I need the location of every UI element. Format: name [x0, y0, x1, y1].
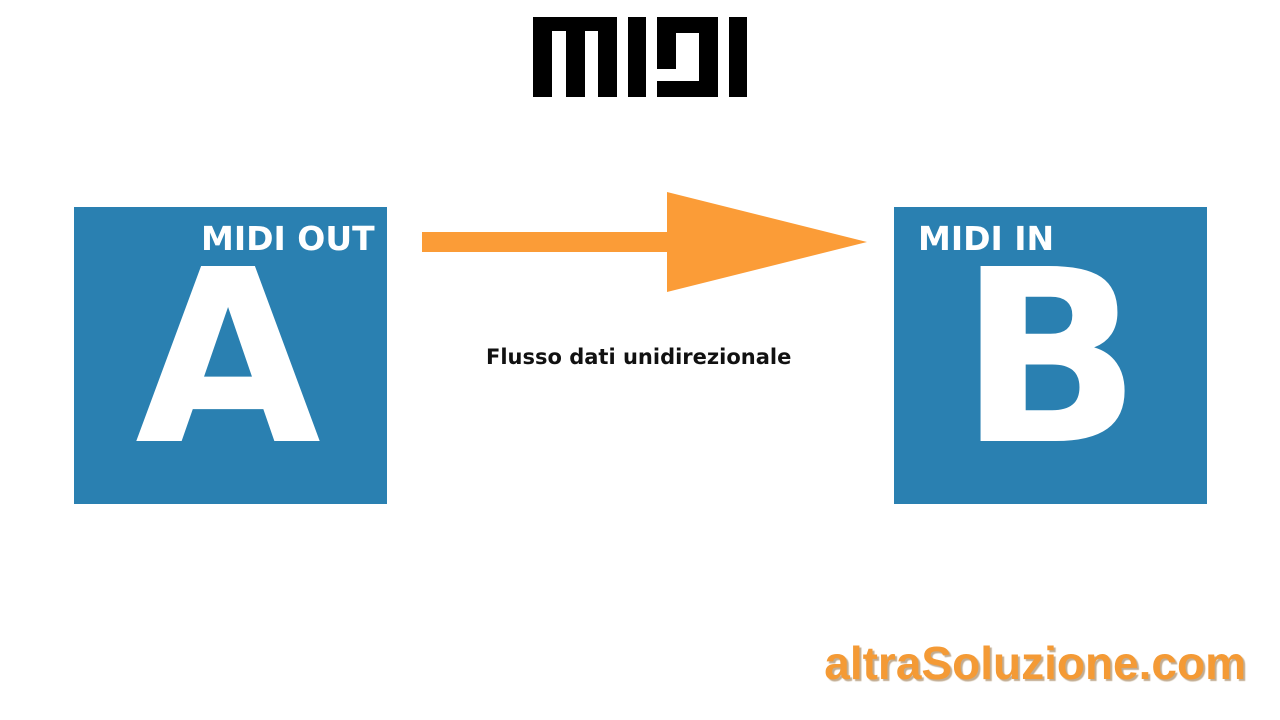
- device-a-letter: A: [135, 218, 321, 498]
- flow-description: Flusso dati unidirezionale: [486, 345, 792, 369]
- device-b-label: MIDI IN: [918, 219, 1055, 258]
- device-b-letter: B: [958, 218, 1142, 498]
- arrow-shaft: [422, 232, 670, 252]
- device-a-label: MIDI OUT: [201, 219, 375, 258]
- device-a-box: [74, 207, 387, 504]
- arrow-head: [667, 192, 867, 292]
- midi-logo-i2: [729, 17, 747, 97]
- midi-logo-m: [533, 17, 617, 97]
- midi-logo: [533, 17, 747, 97]
- midi-logo-d: [657, 17, 718, 97]
- data-flow-arrow: [422, 192, 867, 292]
- midi-logo-i1: [628, 17, 646, 97]
- device-b-box: [894, 207, 1207, 504]
- site-watermark: altraSoluzione.com: [824, 637, 1246, 689]
